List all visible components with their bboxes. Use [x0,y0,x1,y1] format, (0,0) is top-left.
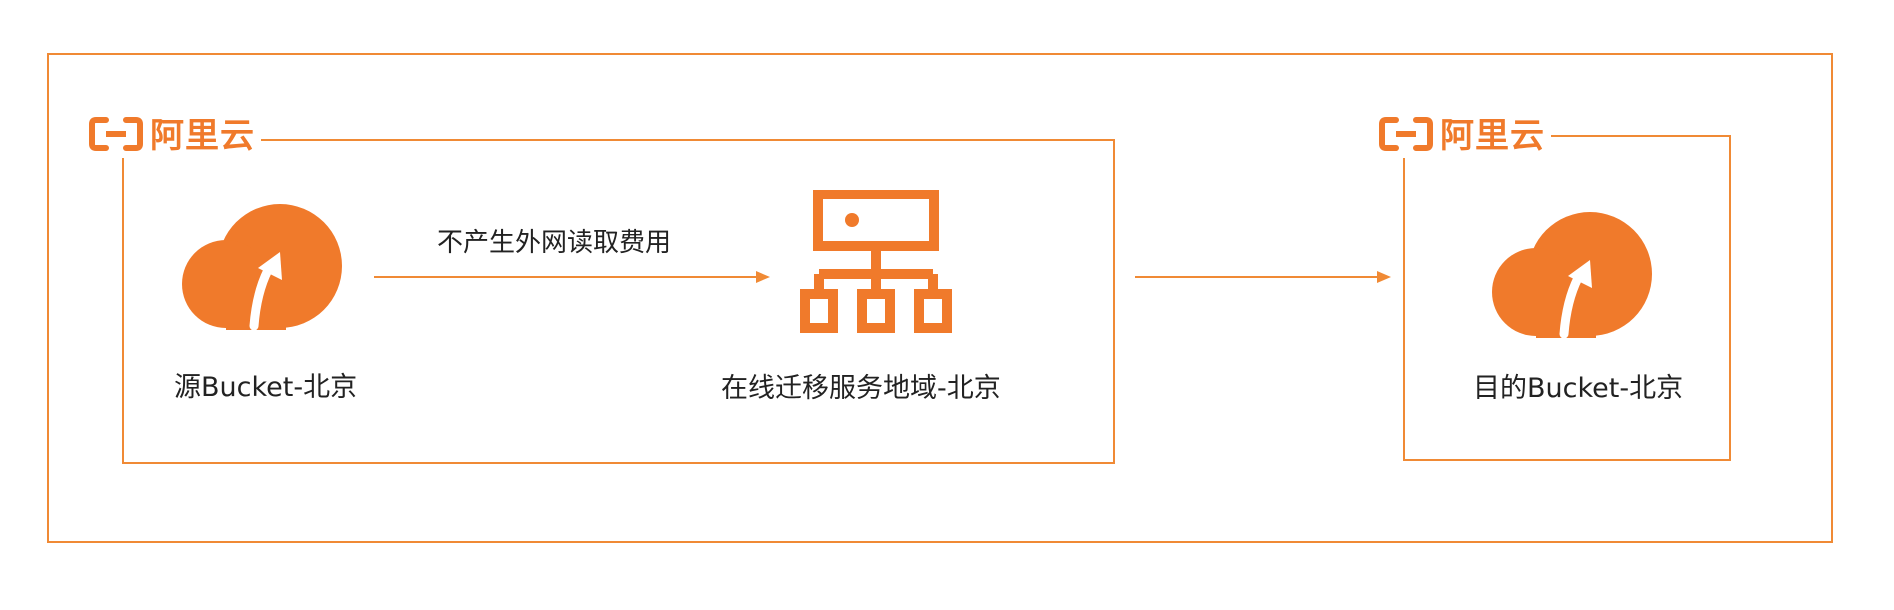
aliyun-bracket-icon [88,114,144,158]
aliyun-logo-right: 阿里云 [1378,114,1551,158]
outer-frame [47,53,1833,543]
arrow-service-to-destination [1135,269,1391,289]
destination-region-box [1403,135,1731,461]
destination-bucket-label: 目的Bucket-北京 [1473,373,1684,404]
aliyun-bracket-icon [1378,114,1434,158]
source-cloud-upload-icon [182,204,344,334]
destination-cloud-upload-icon [1492,212,1654,342]
edge-label-no-internet-fee: 不产生外网读取费用 [437,228,672,258]
arrow-source-to-service [374,269,770,289]
aliyun-logo-text: 阿里云 [1440,116,1545,156]
source-bucket-label: 源Bucket-北京 [174,372,358,403]
aliyun-logo-text: 阿里云 [150,116,255,156]
service-network-server-icon [800,189,952,338]
source-region-box [122,139,1115,464]
service-region-label: 在线迁移服务地域-北京 [721,373,1001,404]
aliyun-logo-left: 阿里云 [88,114,261,158]
